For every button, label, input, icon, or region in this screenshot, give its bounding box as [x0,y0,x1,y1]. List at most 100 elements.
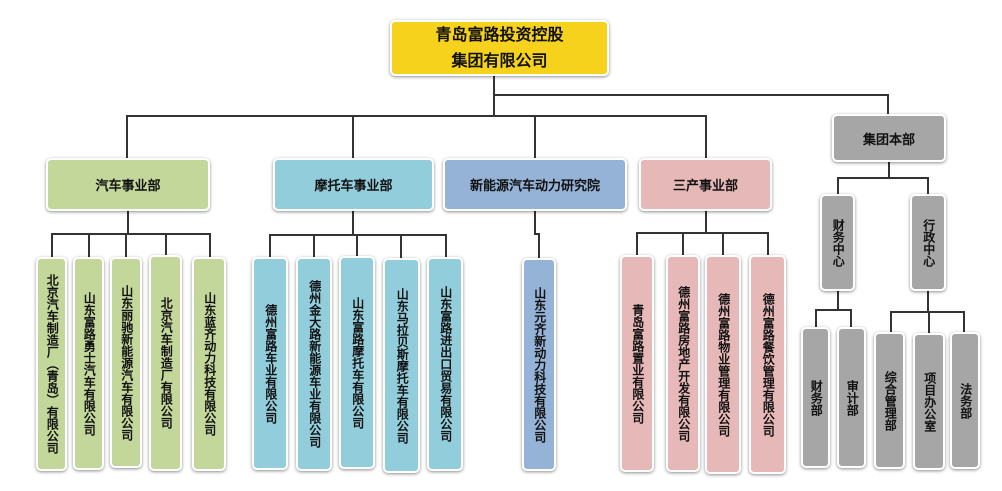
root-title-line2: 集团有限公司 [451,51,548,70]
connector-tertiary-c4 [767,232,769,255]
company-tertiary-2[interactable]: 德州富路房地产开发有限公司 [666,255,700,472]
company-tertiary-1[interactable]: 青岛富路置业有限公司 [620,255,654,472]
dept-label: 项目办公室 [922,371,937,432]
connector-tertiary-drop [705,115,707,159]
connector-finance-bus [815,309,852,311]
connector-moto-bus [269,234,447,236]
company-label: 北京汽车制造厂（青岛）有限公司 [45,274,60,454]
company-auto-1[interactable]: 北京汽车制造厂（青岛）有限公司 [36,257,67,471]
center-label: 财务中心 [831,218,846,267]
connector-auto-bus [51,233,211,235]
company-label: 德州富路餐饮管理有限公司 [761,292,776,437]
center-finance[interactable]: 财务中心 [820,194,855,291]
division-tertiary[interactable]: 三产事业部 [639,158,772,211]
connector-newenergy-jog [534,233,540,235]
connector-newenergy-stem-b [538,233,540,259]
connector-hq-finance [837,177,839,195]
connector-moto-c3 [356,234,358,256]
division-hq-label: 集团本部 [862,132,915,148]
company-auto-4[interactable]: 北京汽车制造厂有限公司 [149,255,182,471]
connector-tertiary-c1 [636,232,638,255]
center-admin[interactable]: 行政中心 [910,194,946,291]
company-tertiary-3[interactable]: 德州富路物业管理有限公司 [705,255,741,474]
division-auto-label: 汽车事业部 [95,179,161,194]
division-auto[interactable]: 汽车事业部 [46,158,210,211]
connector-newenergy-stem-a [534,210,536,235]
dept-finance-2[interactable]: 审计部 [837,327,866,468]
company-label: 德州富路房地产开发有限公司 [676,285,691,442]
connector-finance-c2 [850,309,852,328]
company-label: 山东富路摩托车有限公司 [350,296,365,429]
company-label: 山东蓝齐动力科技有限公司 [202,292,217,436]
connector-finance-stem [837,290,839,311]
connector-moto-c1 [269,234,271,257]
connector-divisions-bus [126,115,707,117]
center-label: 行政中心 [921,218,936,267]
connector-newenergy-drop [534,115,536,159]
company-auto-5[interactable]: 山东蓝齐动力科技有限公司 [192,257,226,471]
dept-label: 法务部 [958,382,973,419]
connector-hq-admin [927,177,929,195]
company-label: 德州金大路新能源车业有限公司 [307,280,322,448]
connector-tertiary-bus [636,232,769,234]
connector-admin-c2 [928,311,930,334]
division-moto-label: 摩托车事业部 [314,179,393,194]
company-label: 山东元齐新动力科技有限公司 [532,286,547,443]
root-title-line1: 青岛富路投资控股 [435,25,564,44]
connector-auto-c3 [125,233,127,257]
company-moto-3[interactable]: 山东富路摩托车有限公司 [339,256,375,469]
connector-auto-c2 [88,233,90,257]
connector-tertiary-stem [705,210,707,234]
connector-auto-c4 [165,233,167,255]
connector-auto-stem [127,210,129,235]
company-label: 青岛富路置业有限公司 [630,303,645,424]
dept-label: 综合管理部 [883,370,898,431]
company-moto-2[interactable]: 德州金大路新能源车业有限公司 [296,257,332,471]
connector-hq-bus [837,177,929,179]
connector-tertiary-c3 [722,232,724,255]
company-auto-2[interactable]: 山东富路勇士汽车有限公司 [73,257,104,470]
connector-moto-c2 [313,234,315,257]
company-label: 德州富路车业有限公司 [263,303,278,424]
division-hq[interactable]: 集团本部 [832,114,946,162]
connector-moto-c4 [400,234,402,258]
dept-label: 审计部 [845,379,860,416]
company-tertiary-4[interactable]: 德州富路餐饮管理有限公司 [749,255,786,474]
division-moto[interactable]: 摩托车事业部 [273,158,434,211]
company-label: 山东马拉贝斯摩托车有限公司 [395,287,410,444]
connector-admin-c1 [890,311,892,333]
division-newenergy[interactable]: 新能源汽车动力研究院 [443,158,627,211]
connector-tertiary-c2 [682,232,684,255]
root-node[interactable]: 青岛富路投资控股 集团有限公司 [390,20,609,76]
connector-auto-c5 [209,233,211,257]
connector-moto-stem [352,210,354,235]
connector-admin-bus [890,311,965,313]
company-label: 山东富路勇士汽车有限公司 [82,291,97,436]
dept-admin-3[interactable]: 法务部 [950,332,980,469]
company-label: 山东富路进出口贸易有限公司 [438,286,453,442]
connector-hq-drop [887,94,889,116]
dept-finance-1[interactable]: 财务部 [801,327,830,468]
company-label: 德州富路物业管理有限公司 [716,292,731,437]
connector-auto-c1 [51,233,53,257]
connector-admin-stem [927,290,929,313]
company-auto-3[interactable]: 山东丽驰新能源汽车有限公司 [110,257,142,468]
connector-root-to-hq [493,94,889,96]
company-label: 北京汽车制造厂有限公司 [159,297,174,429]
division-newenergy-label: 新能源汽车动力研究院 [469,179,600,194]
connector-moto-drop [352,115,354,159]
company-moto-5[interactable]: 山东富路进出口贸易有限公司 [427,257,463,471]
connector-moto-c5 [445,234,447,257]
company-newenergy-1[interactable]: 山东元齐新动力科技有限公司 [522,258,556,471]
connector-finance-c1 [815,309,817,328]
dept-admin-2[interactable]: 项目办公室 [913,333,945,470]
company-moto-1[interactable]: 德州富路车业有限公司 [252,257,288,470]
dept-label: 财务部 [809,379,824,416]
company-moto-4[interactable]: 山东马拉贝斯摩托车有限公司 [383,258,420,473]
connector-admin-c3 [963,311,965,333]
connector-hq-stem [888,161,890,179]
company-label: 山东丽驰新能源汽车有限公司 [119,284,134,441]
dept-admin-1[interactable]: 综合管理部 [874,332,905,469]
division-tertiary-label: 三产事业部 [672,179,738,194]
